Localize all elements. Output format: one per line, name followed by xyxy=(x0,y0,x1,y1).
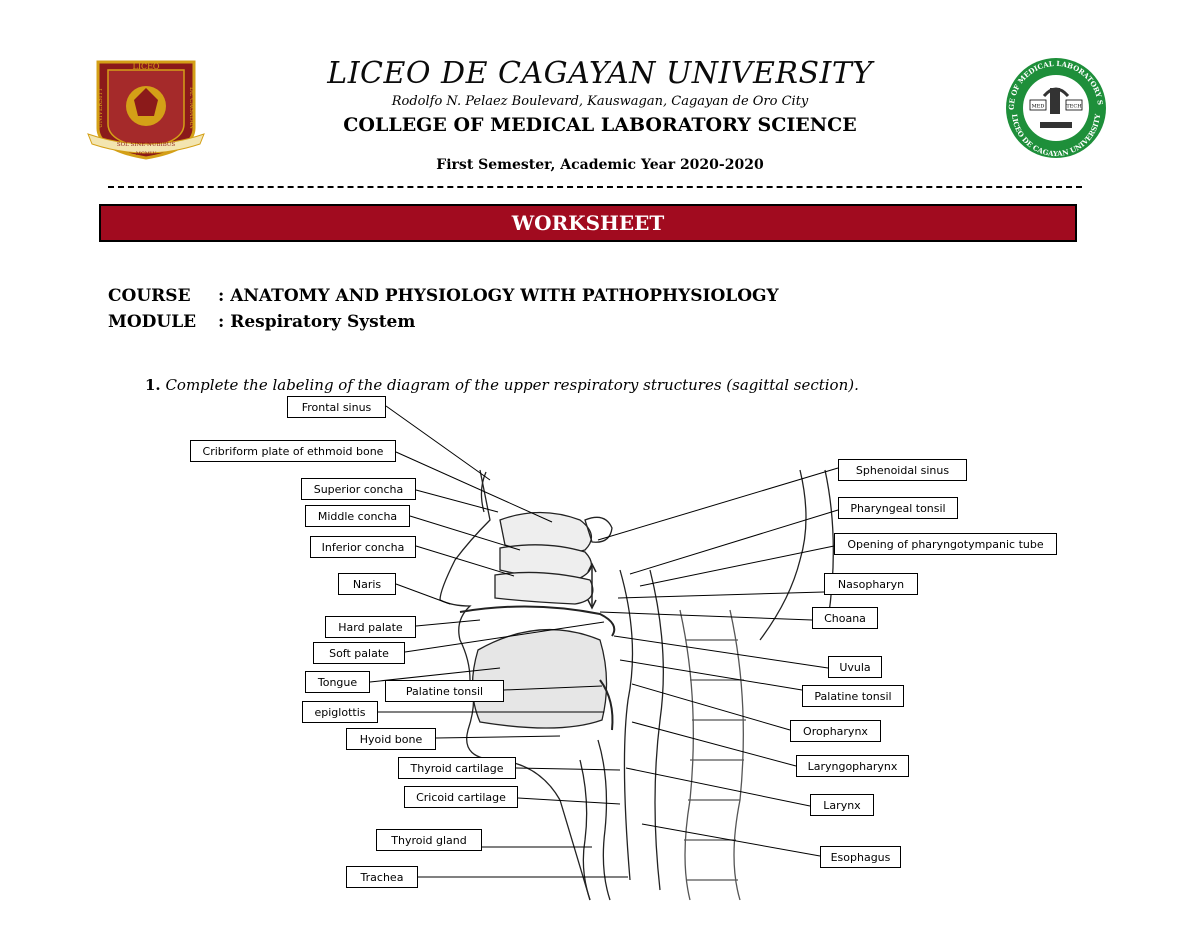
label-esophagus: Esophagus xyxy=(820,846,901,868)
label-thyroid-gland: Thyroid gland xyxy=(376,829,482,851)
label-cribriform-plate: Cribriform plate of ethmoid bone xyxy=(190,440,396,462)
label-hard-palate: Hard palate xyxy=(325,616,416,638)
label-frontal-sinus: Frontal sinus xyxy=(287,396,386,418)
label-palatine-tonsil-right: Palatine tonsil xyxy=(802,685,904,707)
label-cricoid-cartilage: Cricoid cartilage xyxy=(404,786,518,808)
label-pharyngeal-tonsil: Pharyngeal tonsil xyxy=(838,497,958,519)
label-trachea: Trachea xyxy=(346,866,418,888)
label-inferior-concha: Inferior concha xyxy=(310,536,416,558)
label-soft-palate: Soft palate xyxy=(313,642,405,664)
label-palatine-tonsil-left: Palatine tonsil xyxy=(385,680,504,702)
label-opening-pharyngotympanic-tube: Opening of pharyngotympanic tube xyxy=(834,533,1057,555)
label-superior-concha: Superior concha xyxy=(301,478,416,500)
label-hyoid-bone: Hyoid bone xyxy=(346,728,436,750)
label-tongue: Tongue xyxy=(305,671,370,693)
label-larynx: Larynx xyxy=(810,794,874,816)
label-oropharynx: Oropharynx xyxy=(790,720,881,742)
label-nasopharynx: Nasopharyn xyxy=(824,573,918,595)
label-epiglottis: epiglottis xyxy=(302,701,378,723)
label-choana: Choana xyxy=(812,607,878,629)
label-uvula: Uvula xyxy=(828,656,882,678)
label-middle-concha: Middle concha xyxy=(305,505,410,527)
label-laryngopharynx: Laryngopharynx xyxy=(796,755,909,777)
label-sphenoidal-sinus: Sphenoidal sinus xyxy=(838,459,967,481)
label-thyroid-cartilage: Thyroid cartilage xyxy=(398,757,516,779)
label-naris: Naris xyxy=(338,573,396,595)
